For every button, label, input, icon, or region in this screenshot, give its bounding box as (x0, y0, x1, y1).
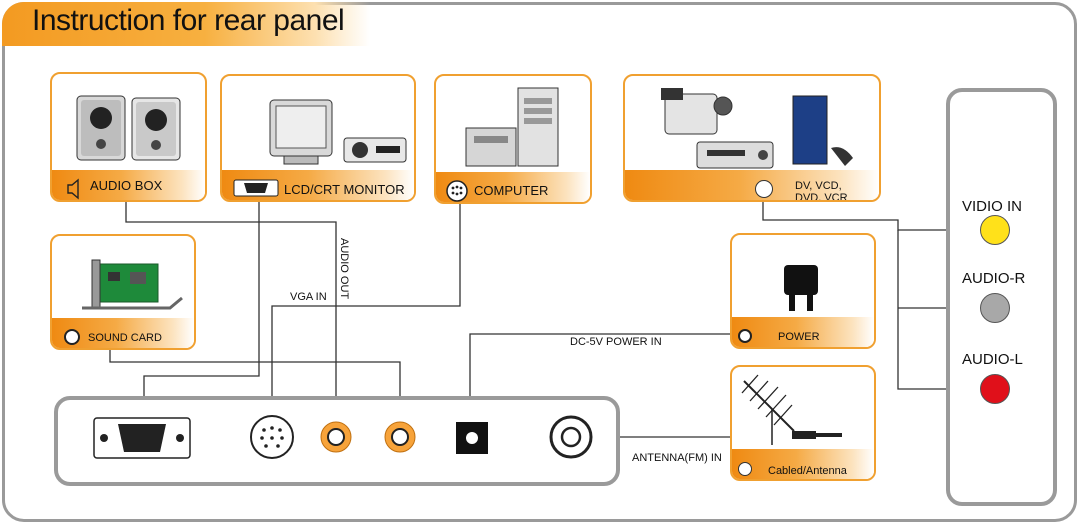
audio-r-label: AUDIO-R (962, 270, 1026, 287)
coax-port (549, 415, 593, 459)
audio-r-jack (980, 293, 1010, 323)
vga-in-label: VGA IN (290, 291, 327, 303)
monitor-projector-icon (269, 99, 407, 165)
card-lcd-crt: LCD/CRT MONITOR (220, 74, 416, 202)
card-power: POWER (730, 233, 876, 349)
antenna-label: ANTENNA(FM) IN (632, 452, 722, 464)
rca-port-2 (384, 421, 416, 453)
computer-icon (465, 87, 559, 167)
card-band (732, 317, 874, 347)
outer-frame (2, 2, 1077, 522)
sound-card-label: SOUND CARD (88, 332, 162, 344)
rca-port-icon (64, 329, 80, 345)
card-sound-card: SOUND CARD (50, 234, 196, 350)
card-band (732, 449, 874, 479)
card-audio-box: AUDIO BOX (50, 72, 207, 202)
title-tab (2, 2, 370, 46)
av-devices-icon (661, 88, 853, 169)
cabled-label: Cabled/Antenna (768, 465, 847, 477)
wire-audio-box (125, 202, 337, 422)
lcd-crt-label: LCD/CRT MONITOR (284, 182, 405, 197)
wire-dv (762, 196, 980, 231)
vga-port (93, 417, 191, 459)
din-port-icon (446, 180, 468, 202)
dc-power-label: DC-5V POWER IN (570, 336, 662, 348)
video-in-jack (980, 215, 1010, 245)
power-plug-icon (784, 265, 818, 311)
audio-box-label: AUDIO BOX (90, 178, 163, 193)
sound-card-icon (82, 259, 183, 310)
wire-sound-card (109, 350, 401, 422)
dc-jack (456, 422, 488, 454)
audio-l-jack (980, 374, 1010, 404)
power-label: POWER (778, 331, 820, 343)
rca-port-icon (755, 180, 773, 198)
card-computer: COMPUTER (434, 74, 592, 204)
wire-computer (271, 204, 461, 414)
page-title: Instruction for rear panel (32, 4, 345, 37)
vga-port-icon (233, 179, 279, 197)
card-band (625, 170, 879, 200)
speaker-icon (67, 178, 79, 200)
coax-jack-icon (738, 462, 752, 476)
dc-jack-icon (738, 329, 752, 343)
dv-label-line2: DVD, VCR (795, 192, 848, 202)
video-in-label: VIDIO IN (962, 198, 1023, 215)
rca-port-1 (320, 421, 352, 453)
computer-label: COMPUTER (474, 183, 549, 198)
antenna-icon (741, 374, 842, 445)
audio-l-label: AUDIO-L (962, 351, 1023, 368)
dv-label-line1: DV, VCD, (795, 180, 842, 192)
wire-power (469, 333, 735, 422)
speakers-icon (76, 95, 181, 161)
din-port (250, 415, 294, 459)
card-dv-vcd: DV, VCD, DVD, VCR (623, 74, 881, 202)
card-antenna: Cabled/Antenna (730, 365, 876, 481)
